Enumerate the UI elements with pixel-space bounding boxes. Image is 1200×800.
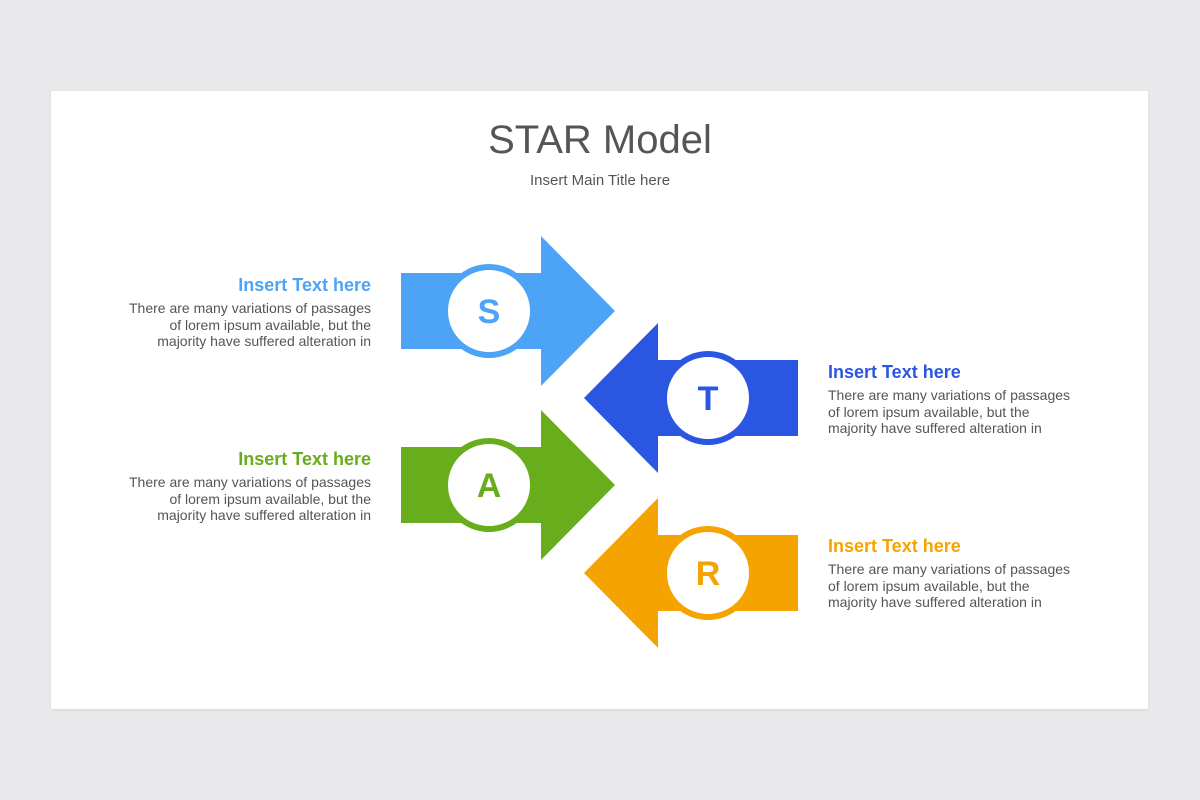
text-block-r: Insert Text here There are many variatio… (828, 535, 1078, 611)
arrow-s-letter: S (478, 293, 501, 331)
text-block-t-heading: Insert Text here (828, 362, 961, 382)
arrow-r-letter: R (696, 555, 721, 593)
arrow-a: A (401, 410, 615, 560)
text-block-s-heading: Insert Text here (238, 275, 371, 295)
arrow-t: T (584, 323, 798, 473)
text-block-t: Insert Text here There are many variatio… (828, 361, 1078, 437)
arrow-r-badge (661, 526, 755, 620)
arrow-t-letter: T (698, 380, 719, 418)
text-block-r-heading: Insert Text here (828, 536, 961, 556)
text-block-a-body: There are many variations of passages of… (128, 474, 371, 523)
page-subtitle: Insert Main Title here (529, 172, 671, 189)
arrow-s: S (401, 236, 615, 386)
text-block-a: Insert Text here There are many variatio… (121, 448, 371, 524)
text-block-s: Insert Text here There are many variatio… (121, 274, 371, 350)
page-title: STAR Model (488, 118, 712, 162)
text-block-t-body: There are many variations of passages of… (828, 387, 1071, 436)
text-block-r-body: There are many variations of passages of… (828, 561, 1071, 610)
arrow-t-badge (661, 351, 755, 445)
arrow-s-badge (442, 264, 536, 358)
arrow-r: R (584, 498, 798, 648)
text-block-a-heading: Insert Text here (238, 449, 371, 469)
arrow-a-letter: A (477, 467, 502, 505)
arrow-a-badge (442, 438, 536, 532)
text-block-s-body: There are many variations of passages of… (128, 300, 371, 349)
